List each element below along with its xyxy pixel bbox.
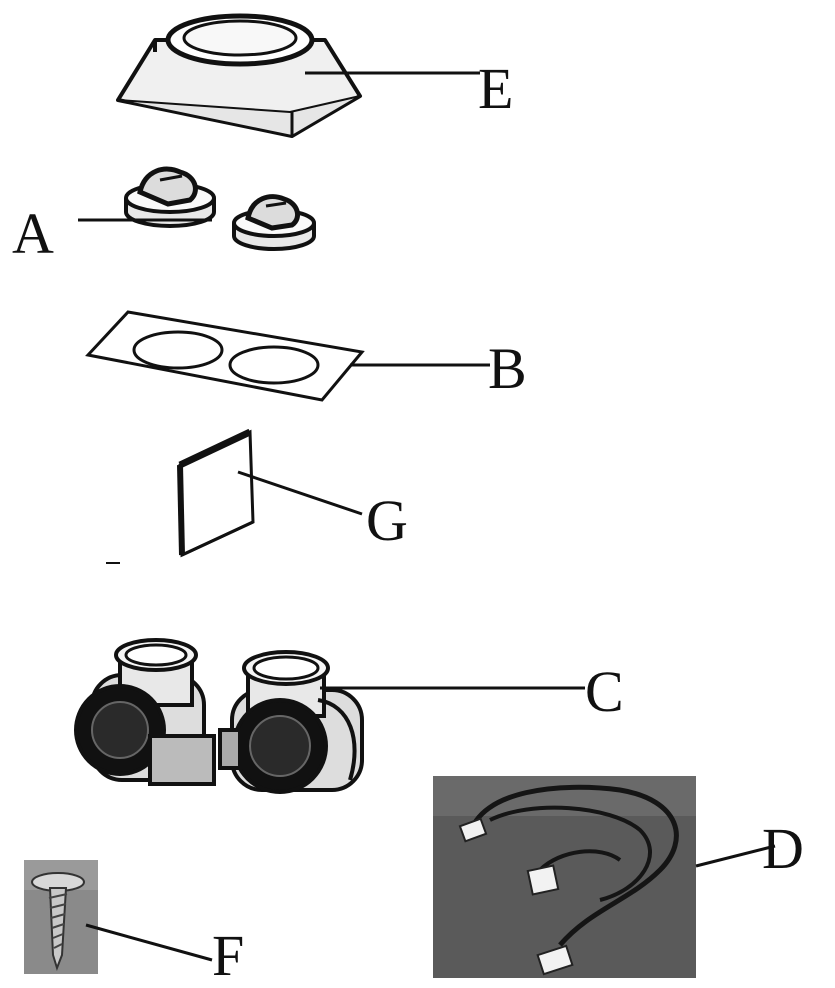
motor-right: [218, 650, 364, 794]
part-c-motors: [74, 638, 364, 794]
callout-label-d: D: [762, 816, 804, 881]
leader-line-d: [695, 844, 776, 868]
callout-label-b: B: [488, 336, 527, 401]
part-d-wiring-photo: [433, 776, 696, 978]
callout-label-f: F: [212, 923, 245, 988]
leader-line-f: [85, 923, 213, 962]
callout-label-c: C: [585, 659, 624, 724]
callout-label-g: G: [366, 488, 408, 553]
part-a-spouts: [124, 166, 316, 251]
callout-label-a: A: [12, 201, 54, 266]
leader-line-g: [237, 470, 363, 516]
spout-right: [232, 194, 316, 251]
part-g-filter: [106, 428, 255, 564]
motor-left: [74, 638, 216, 786]
part-b-gasket: [85, 310, 365, 402]
part-f-screw-photo: [24, 860, 98, 974]
callout-label-e: E: [478, 56, 514, 121]
spout-left: [124, 166, 216, 228]
part-e-hood: [116, 13, 362, 138]
